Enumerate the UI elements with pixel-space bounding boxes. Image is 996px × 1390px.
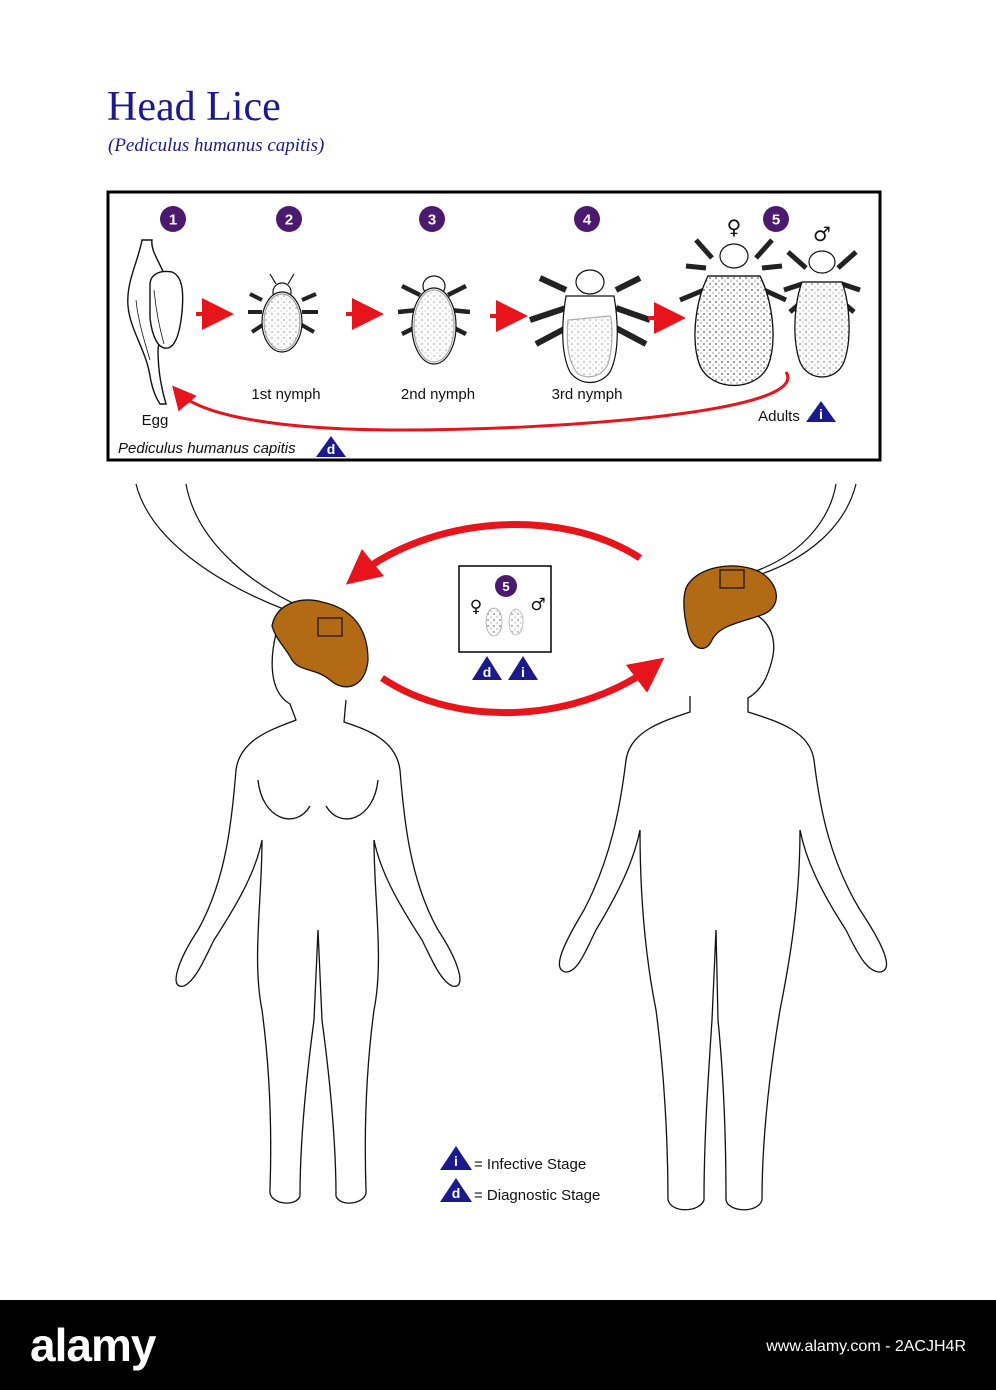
egg-illustration bbox=[127, 239, 184, 405]
svg-text:= Diagnostic Stage: = Diagnostic Stage bbox=[474, 1187, 600, 1204]
transmission-arrow-to-male bbox=[380, 657, 665, 717]
stage-label-egg: Egg bbox=[142, 412, 169, 429]
svg-text:3: 3 bbox=[428, 212, 436, 229]
female-hair bbox=[271, 599, 369, 688]
stage-4-badge: 4 bbox=[574, 206, 600, 232]
svg-text:4: 4 bbox=[583, 212, 592, 229]
alamy-wordmark: alamy bbox=[30, 1319, 156, 1371]
legend-infective: i = Infective Stage bbox=[440, 1146, 586, 1173]
svg-text:5: 5 bbox=[502, 579, 509, 594]
third-nymph-illustration bbox=[529, 269, 651, 384]
inset-male-symbol: ♂ bbox=[530, 595, 545, 615]
first-nymph-illustration bbox=[248, 273, 318, 353]
legend-diagnostic: d = Diagnostic Stage bbox=[440, 1178, 600, 1204]
inset-female-symbol: ♀ bbox=[470, 597, 482, 617]
arrow-adults-to-egg bbox=[172, 371, 790, 432]
adult-female-illustration bbox=[679, 238, 788, 386]
lifecycle-diagram: 1 2 3 4 5 ♀ ♂ bbox=[106, 190, 888, 1211]
second-nymph-illustration bbox=[397, 275, 471, 365]
svg-text:5: 5 bbox=[772, 212, 780, 229]
male-symbol: ♂ bbox=[813, 222, 831, 246]
stage-3-badge: 3 bbox=[419, 206, 445, 232]
page-title: Head Lice bbox=[107, 84, 281, 130]
female-symbol: ♀ bbox=[727, 215, 742, 239]
inset-lice-illustration bbox=[485, 607, 524, 637]
svg-text:d: d bbox=[327, 441, 336, 457]
page-subtitle: (Pediculus humanus capitis) bbox=[108, 135, 325, 156]
transmission-infective-marker: i bbox=[508, 656, 538, 680]
male-head-magnifier bbox=[719, 569, 745, 589]
adults-infective-marker: i bbox=[806, 401, 836, 422]
footer-bar: alamy www.alamy.com - 2ACJH4R bbox=[0, 1300, 996, 1390]
stage-label-nymph1: 1st nymph bbox=[251, 386, 320, 403]
svg-text:d: d bbox=[452, 1185, 461, 1201]
svg-text:i: i bbox=[454, 1153, 458, 1169]
svg-text:= Infective Stage: = Infective Stage bbox=[474, 1156, 586, 1173]
transmission-stage-badge: 5 bbox=[495, 575, 517, 597]
female-head-magnifier bbox=[317, 617, 343, 637]
stage-label-adults: Adults bbox=[758, 408, 800, 425]
transmission-diagnostic-marker: d bbox=[472, 656, 502, 680]
species-diagnostic-marker: d bbox=[316, 436, 346, 457]
male-hair bbox=[683, 565, 777, 650]
stage-1-badge: 1 bbox=[160, 206, 186, 232]
stage-label-nymph2: 2nd nymph bbox=[401, 386, 475, 403]
stage-label-nymph3: 3rd nymph bbox=[552, 386, 623, 403]
female-figure bbox=[175, 619, 461, 1204]
male-figure bbox=[558, 609, 888, 1211]
image-id-text: www.alamy.com - 2ACJH4R bbox=[766, 1338, 966, 1355]
adult-male-illustration bbox=[783, 250, 861, 378]
svg-text:i: i bbox=[521, 664, 525, 680]
stage-5-badge: 5 bbox=[763, 206, 789, 232]
svg-text:i: i bbox=[819, 406, 823, 422]
svg-text:d: d bbox=[483, 664, 492, 680]
stage-2-badge: 2 bbox=[276, 206, 302, 232]
species-label: Pediculus humanus capitis bbox=[118, 440, 296, 457]
transmission-arrow-to-female bbox=[345, 521, 642, 585]
svg-text:1: 1 bbox=[169, 212, 177, 229]
svg-text:2: 2 bbox=[285, 212, 293, 229]
